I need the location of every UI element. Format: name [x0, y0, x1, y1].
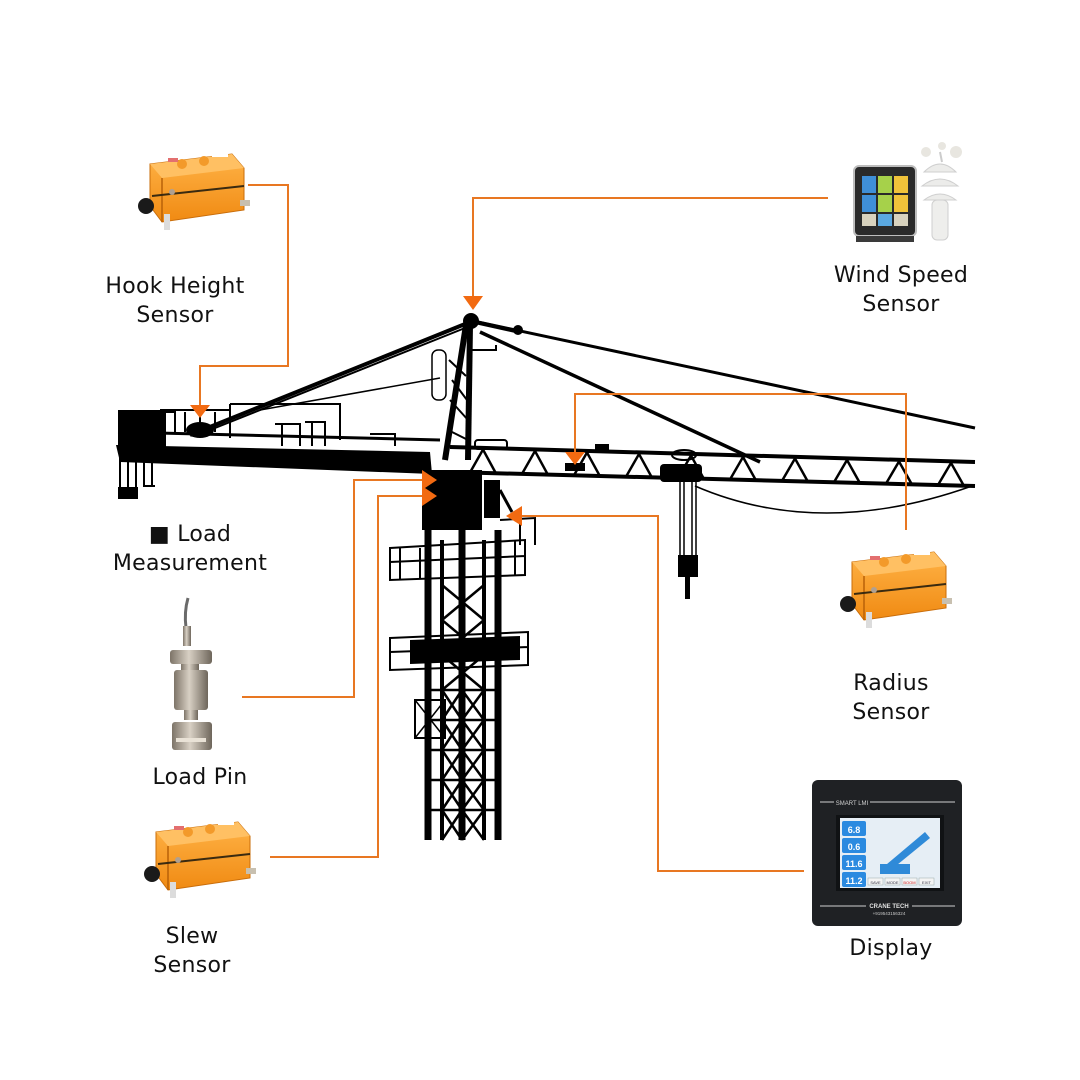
display-button-label: BOOM [903, 880, 915, 885]
label-line: Sensor [852, 700, 930, 725]
label-line: Measurement [112, 551, 268, 576]
arrow-right-icon [422, 470, 437, 490]
display-readings: 6.8 0.6 11.6 11.2 [842, 821, 866, 887]
display-reading-value: 0.6 [848, 842, 861, 852]
display-brand: CRANE TECH [869, 904, 908, 910]
arrow-down-icon [190, 405, 210, 418]
label-line: Wind Speed [833, 263, 969, 288]
label-line: Sensor [862, 292, 940, 317]
load-pin-label: Load Pin [130, 763, 270, 792]
hook-height-sensor-icon [137, 153, 251, 231]
load-measurement-connector [242, 479, 423, 698]
display-button-label: SAVE [870, 880, 881, 885]
label-line: Hook Height [105, 274, 245, 299]
counter-jib [116, 403, 441, 499]
display-button-label: MODE [887, 880, 899, 885]
arrow-left-icon [506, 506, 522, 526]
label-line: Sensor [136, 303, 214, 328]
main-jib [449, 439, 976, 599]
wind-speed-connector [472, 197, 828, 298]
label-line: Load Pin [152, 765, 248, 790]
display-connector [520, 515, 804, 872]
label-line: Slew [165, 924, 219, 949]
tower-crane-illustration [116, 313, 976, 841]
crane-apex [431, 313, 523, 461]
radius-sensor-label: Radius Sensor [826, 669, 956, 727]
display-button [918, 877, 935, 886]
display-button [867, 877, 884, 886]
radius-sensor-icon [839, 551, 953, 629]
radius-connector [574, 393, 907, 530]
display-reading-box [842, 855, 866, 870]
label-line: Radius [853, 671, 929, 696]
display-reading-box [842, 872, 866, 887]
label-line: ■ Load [148, 522, 232, 547]
slew-sensor-label: Slew Sensor [130, 922, 254, 980]
display-reading-box [842, 821, 866, 836]
display-reading-box [842, 838, 866, 853]
display-buttons: SAVE MODE BOOM EXIT [867, 877, 935, 886]
slew-connector [270, 495, 423, 858]
display-reading-value: 6.8 [848, 825, 861, 835]
arrow-right-icon [422, 486, 437, 506]
display-button [884, 877, 901, 886]
display-label: Display [826, 934, 956, 963]
connector-arrows [190, 296, 585, 526]
display-phone: +919543156324 [873, 911, 906, 916]
load-measurement-label: ■ Load Measurement [100, 520, 280, 578]
tower-mast [389, 470, 536, 841]
slew-sensor-icon [143, 821, 257, 899]
pendant-ropes [189, 320, 976, 464]
label-line: Sensor [153, 953, 231, 978]
display-header: SMART LMI [836, 801, 869, 807]
wind-speed-sensor-label: Wind Speed Sensor [816, 261, 986, 319]
wind-speed-sensor-icon [853, 142, 962, 242]
label-line: Display [849, 936, 933, 961]
display-reading-value: 11.2 [845, 876, 862, 886]
arrow-down-icon [463, 296, 483, 310]
load-pin-icon [170, 597, 212, 750]
hook-height-sensor-label: Hook Height Sensor [92, 272, 258, 330]
connector-lines [199, 184, 907, 872]
arrow-down-icon [565, 452, 585, 465]
display-button [901, 877, 918, 886]
display-button-label: EXIT [922, 880, 931, 885]
display-panel-icon: SMART LMI 6.8 0.6 11.6 11.2 SAVE MODE BOOM EXI… [812, 780, 962, 926]
display-reading-value: 11.6 [845, 859, 862, 869]
hook-height-connector [199, 184, 289, 405]
